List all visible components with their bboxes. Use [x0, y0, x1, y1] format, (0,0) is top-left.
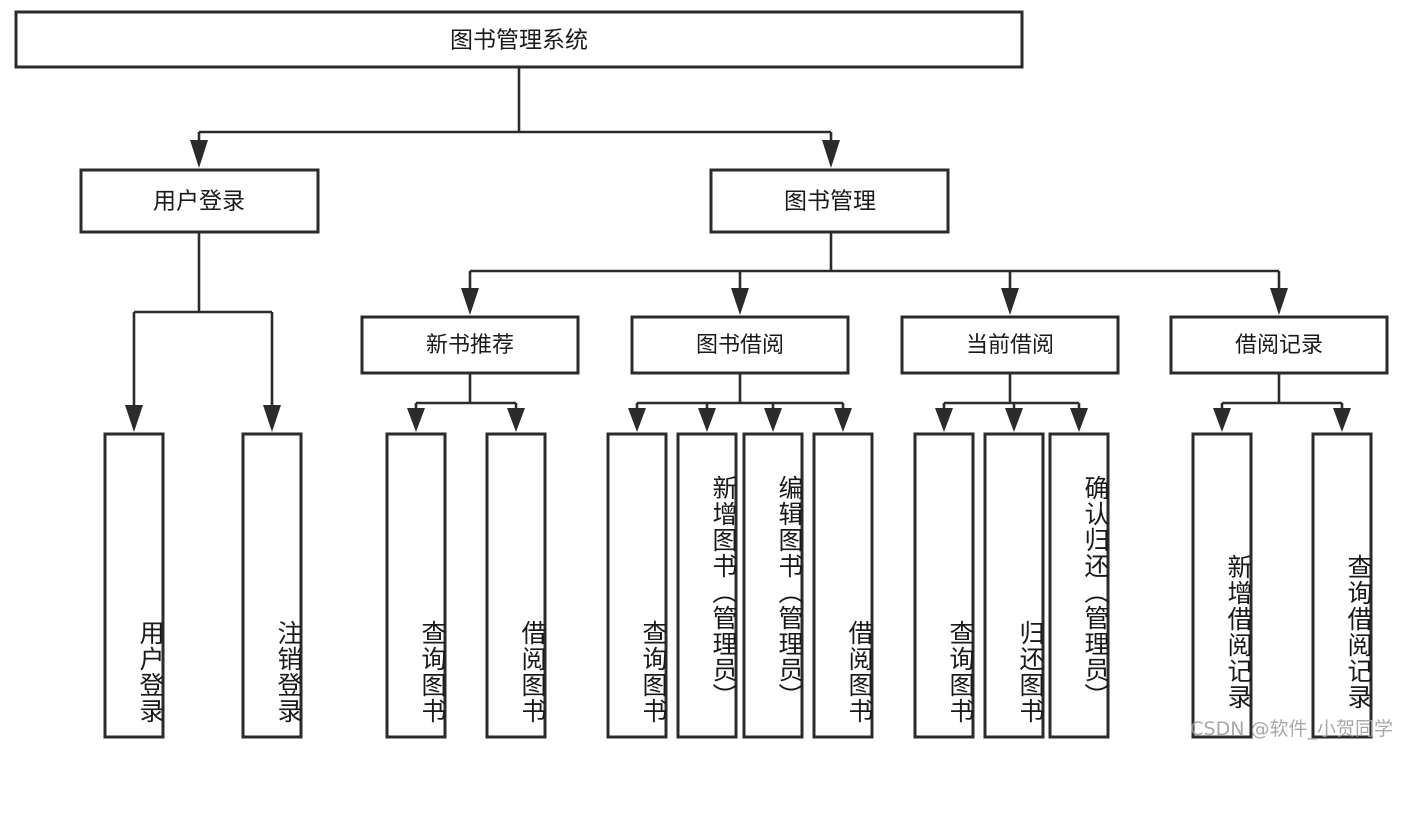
leaf-bb-edit-book-box[interactable]	[742, 432, 804, 739]
arrowhead-cb-query-book	[935, 408, 953, 432]
node-book-manage[interactable]: 图书管理	[709, 168, 950, 234]
connector-group-new-book-rec	[407, 373, 525, 432]
arrowhead-br-query-record	[1333, 408, 1351, 432]
node-borrow-record-box[interactable]	[1169, 315, 1389, 375]
node-user-login-label: 用户登录	[153, 189, 245, 215]
node-root[interactable]: 图书管理系统	[14, 10, 1024, 69]
connector-group-current-borrow	[935, 373, 1088, 432]
leaf-logout-box[interactable]	[241, 432, 303, 739]
leaf-bb-query-book-box[interactable]	[606, 432, 668, 739]
arrowhead-bb-add-book	[698, 408, 716, 432]
leaf-br-query-record-box[interactable]	[1311, 432, 1373, 739]
node-current-borrow[interactable]: 当前借阅	[900, 315, 1120, 375]
leaf-br-add-record-box[interactable]	[1191, 432, 1253, 739]
node-root-label: 图书管理系统	[450, 28, 588, 54]
leaf-box-group	[103, 432, 1373, 739]
arrowhead-new-book-rec	[461, 288, 479, 315]
node-book-borrow-label: 图书借阅	[696, 333, 784, 358]
arrowhead-leaf-logout	[263, 405, 281, 432]
arrowhead-cb-return-book	[1005, 408, 1023, 432]
node-book-manage-label: 图书管理	[784, 189, 876, 215]
leaf-user-login-box[interactable]	[103, 432, 165, 739]
leaf-bb-borrow-book-box[interactable]	[812, 432, 874, 739]
arrowhead-book-manage	[822, 140, 840, 168]
arrowhead-user-login	[190, 140, 208, 168]
node-user-login[interactable]: 用户登录	[79, 168, 320, 234]
node-current-borrow-box[interactable]	[900, 315, 1120, 375]
arrowhead-bb-borrow-book	[834, 408, 852, 432]
arrowhead-cb-confirm-return	[1070, 408, 1088, 432]
arrowhead-rec-borrow-book	[507, 408, 525, 432]
connector-group-borrow-record	[1213, 373, 1351, 432]
arrowhead-current-borrow	[1001, 288, 1019, 315]
leaf-cb-query-book-box[interactable]	[913, 432, 975, 739]
diagram-canvas: 图书管理系统 用户登录 图书管理 新书推荐 图书借阅 当前借阅 借阅记录	[14, 10, 1389, 739]
flowchart-diagram: 图书管理系统 用户登录 图书管理 新书推荐 图书借阅 当前借阅 借阅记录	[14, 10, 1393, 740]
node-book-borrow[interactable]: 图书借阅	[630, 315, 850, 375]
node-book-manage-box[interactable]	[709, 168, 950, 234]
arrowhead-rec-query-book	[407, 408, 425, 432]
arrowhead-br-add-record	[1213, 408, 1231, 432]
node-current-borrow-label: 当前借阅	[966, 333, 1054, 358]
leaf-bb-add-book-box[interactable]	[676, 432, 738, 739]
leaf-cb-return-book-box[interactable]	[983, 432, 1045, 739]
connector-group-book-borrow	[628, 373, 852, 432]
arrowhead-bb-edit-book	[764, 408, 782, 432]
arrowhead-bb-query-book	[628, 408, 646, 432]
arrowhead-book-borrow	[731, 288, 749, 315]
node-user-login-box[interactable]	[79, 168, 320, 234]
watermark-text: CSDN @软件_小贺同学	[1190, 718, 1393, 740]
arrowhead-leaf-user-login	[125, 405, 143, 432]
node-borrow-record[interactable]: 借阅记录	[1169, 315, 1389, 375]
node-new-book-rec-label: 新书推荐	[426, 333, 514, 358]
connector-group-user-login	[125, 232, 281, 432]
leaf-rec-borrow-book-box[interactable]	[485, 432, 547, 739]
node-borrow-record-label: 借阅记录	[1235, 333, 1323, 358]
connector-group-root	[190, 67, 840, 168]
node-new-book-rec[interactable]: 新书推荐	[360, 315, 580, 375]
node-root-box[interactable]	[14, 10, 1024, 69]
leaf-rec-query-book-box[interactable]	[385, 432, 447, 739]
connector-group-book-manage	[461, 232, 1288, 315]
node-book-borrow-box[interactable]	[630, 315, 850, 375]
arrowhead-borrow-record	[1270, 288, 1288, 315]
leaf-cb-confirm-return-box[interactable]	[1048, 432, 1110, 739]
node-new-book-rec-box[interactable]	[360, 315, 580, 375]
